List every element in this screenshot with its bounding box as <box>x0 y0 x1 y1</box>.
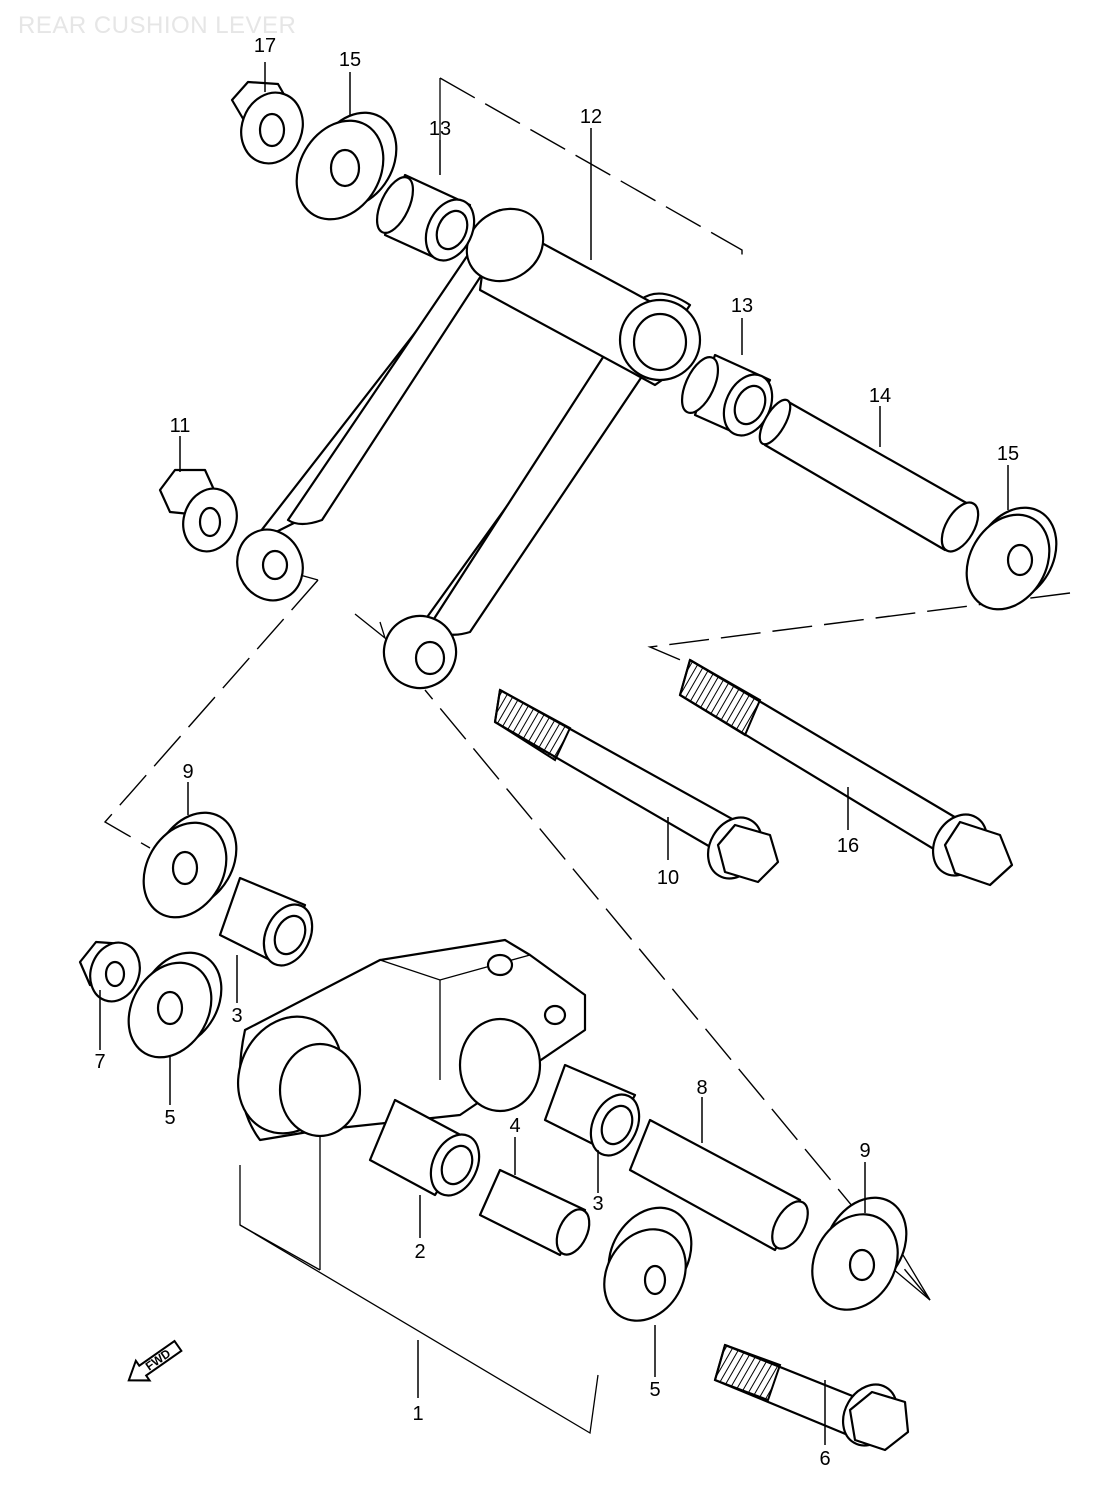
callout-9-left: 9 <box>182 761 193 783</box>
callout-8: 8 <box>696 1077 707 1099</box>
diagram-title: REAR CUSHION LEVER <box>18 12 297 39</box>
washer-5-bottom <box>603 1206 693 1322</box>
fwd-arrow-icon: FWD <box>127 1339 183 1382</box>
dust-seal-15-right <box>965 506 1058 611</box>
callout-5-bottom: 5 <box>649 1379 660 1401</box>
callout-15-top: 15 <box>339 49 361 71</box>
nut-11 <box>158 468 238 553</box>
callout-9-right: 9 <box>859 1140 870 1162</box>
bearing-13-right <box>680 353 774 437</box>
bearing-13-top <box>375 173 476 262</box>
spacer-14 <box>758 398 980 553</box>
bearing-3-left <box>218 876 314 967</box>
callout-13-top: 13 <box>429 118 451 140</box>
bolt-6 <box>713 1343 910 1452</box>
dust-seal-15-top <box>295 111 398 221</box>
dust-seal-9-right <box>811 1196 908 1311</box>
callout-5-left: 5 <box>164 1107 175 1129</box>
callout-labels: 17 15 13 12 13 14 15 11 9 10 16 3 7 5 8 … <box>94 35 1019 1470</box>
callout-13-right: 13 <box>731 295 753 317</box>
callout-6: 6 <box>819 1448 830 1470</box>
dust-seal-5-left <box>127 951 223 1059</box>
bolt-10 <box>493 688 780 884</box>
dust-seal-9-left <box>142 811 238 919</box>
callout-12: 12 <box>580 106 602 128</box>
callout-1: 1 <box>412 1403 423 1425</box>
bolt-16 <box>678 658 1014 887</box>
cushion-rod-assembly <box>236 207 702 690</box>
spacer-8 <box>628 1118 809 1252</box>
callout-10: 10 <box>657 867 679 889</box>
callout-7: 7 <box>94 1051 105 1073</box>
callout-14: 14 <box>869 385 891 407</box>
callout-3-right: 3 <box>592 1193 603 1215</box>
callout-11: 11 <box>170 415 191 437</box>
callout-17: 17 <box>254 35 276 57</box>
nut-7 <box>78 940 141 1003</box>
callout-15-right: 15 <box>997 443 1019 465</box>
callout-16: 16 <box>837 835 859 857</box>
callout-2: 2 <box>414 1241 425 1263</box>
bearing-3-right <box>543 1063 641 1157</box>
nut-17 <box>230 80 304 165</box>
callout-3-left: 3 <box>231 1005 242 1027</box>
callout-4: 4 <box>509 1115 520 1137</box>
bearing-2 <box>368 1098 481 1197</box>
cushion-lever-1 <box>236 938 587 1142</box>
spacer-4 <box>478 1168 591 1257</box>
leader-lines <box>99 62 1009 1445</box>
